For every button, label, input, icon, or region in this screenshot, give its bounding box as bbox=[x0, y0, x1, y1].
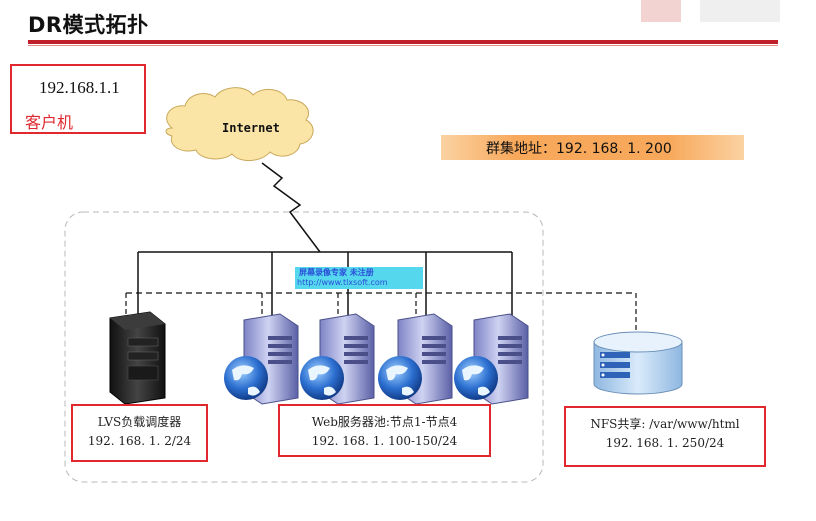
watermark-line2: http://www.tlxsoft.com bbox=[297, 278, 388, 287]
web-server-3-icon bbox=[378, 313, 453, 405]
web-name: Web服务器池:节点1-节点4 bbox=[311, 415, 458, 429]
lvs-ip: 192. 168. 1. 2/24 bbox=[87, 434, 192, 448]
nfs-ip: 192. 168. 1. 250/24 bbox=[605, 436, 725, 450]
watermark: 屏幕录像专家 未注册 http://www.tlxsoft.com bbox=[295, 267, 423, 289]
lvs-server-icon bbox=[109, 311, 166, 405]
client-highlight-box bbox=[10, 64, 146, 134]
watermark-line1: 屏幕录像专家 未注册 bbox=[299, 268, 374, 277]
nfs-name: NFS共享: /var/www/html bbox=[590, 417, 740, 431]
web-server-4-icon bbox=[454, 313, 529, 405]
blurred-logo-text bbox=[700, 0, 780, 22]
cluster-address-banner: 群集地址：192. 168. 1. 200 bbox=[441, 135, 744, 160]
page-title: DR模式拓扑 bbox=[28, 13, 149, 37]
web-highlight-box bbox=[278, 404, 491, 457]
client-label: 客户机 bbox=[25, 113, 74, 132]
lvs-name: LVS负载调度器 bbox=[97, 415, 182, 429]
blurred-logo bbox=[641, 0, 681, 22]
web-server-2-icon bbox=[300, 313, 375, 405]
nfs-highlight-box bbox=[564, 406, 766, 467]
internet-label: Internet bbox=[222, 121, 280, 135]
web-ip: 192. 168. 1. 100-150/24 bbox=[311, 434, 458, 448]
lvs-caption: LVS负载调度器 192. 168. 1. 2/24 bbox=[72, 413, 207, 451]
client-ip: 192.168.1.1 bbox=[39, 78, 120, 97]
cluster-enclosure bbox=[64, 211, 544, 483]
nfs-caption: NFS共享: /var/www/html 192. 168. 1. 250/24 bbox=[565, 415, 765, 453]
lvs-highlight-box bbox=[71, 404, 208, 462]
wan-link bbox=[261, 162, 321, 253]
web-server-1-icon bbox=[224, 313, 299, 405]
nfs-storage-icon bbox=[593, 331, 683, 395]
title-underline bbox=[28, 40, 778, 44]
title-underline-thin bbox=[28, 45, 778, 46]
web-caption: Web服务器池:节点1-节点4 192. 168. 1. 100-150/24 bbox=[279, 413, 490, 451]
cluster-address-text: 群集地址：192. 168. 1. 200 bbox=[486, 141, 672, 157]
internet-cloud-icon bbox=[165, 87, 314, 161]
